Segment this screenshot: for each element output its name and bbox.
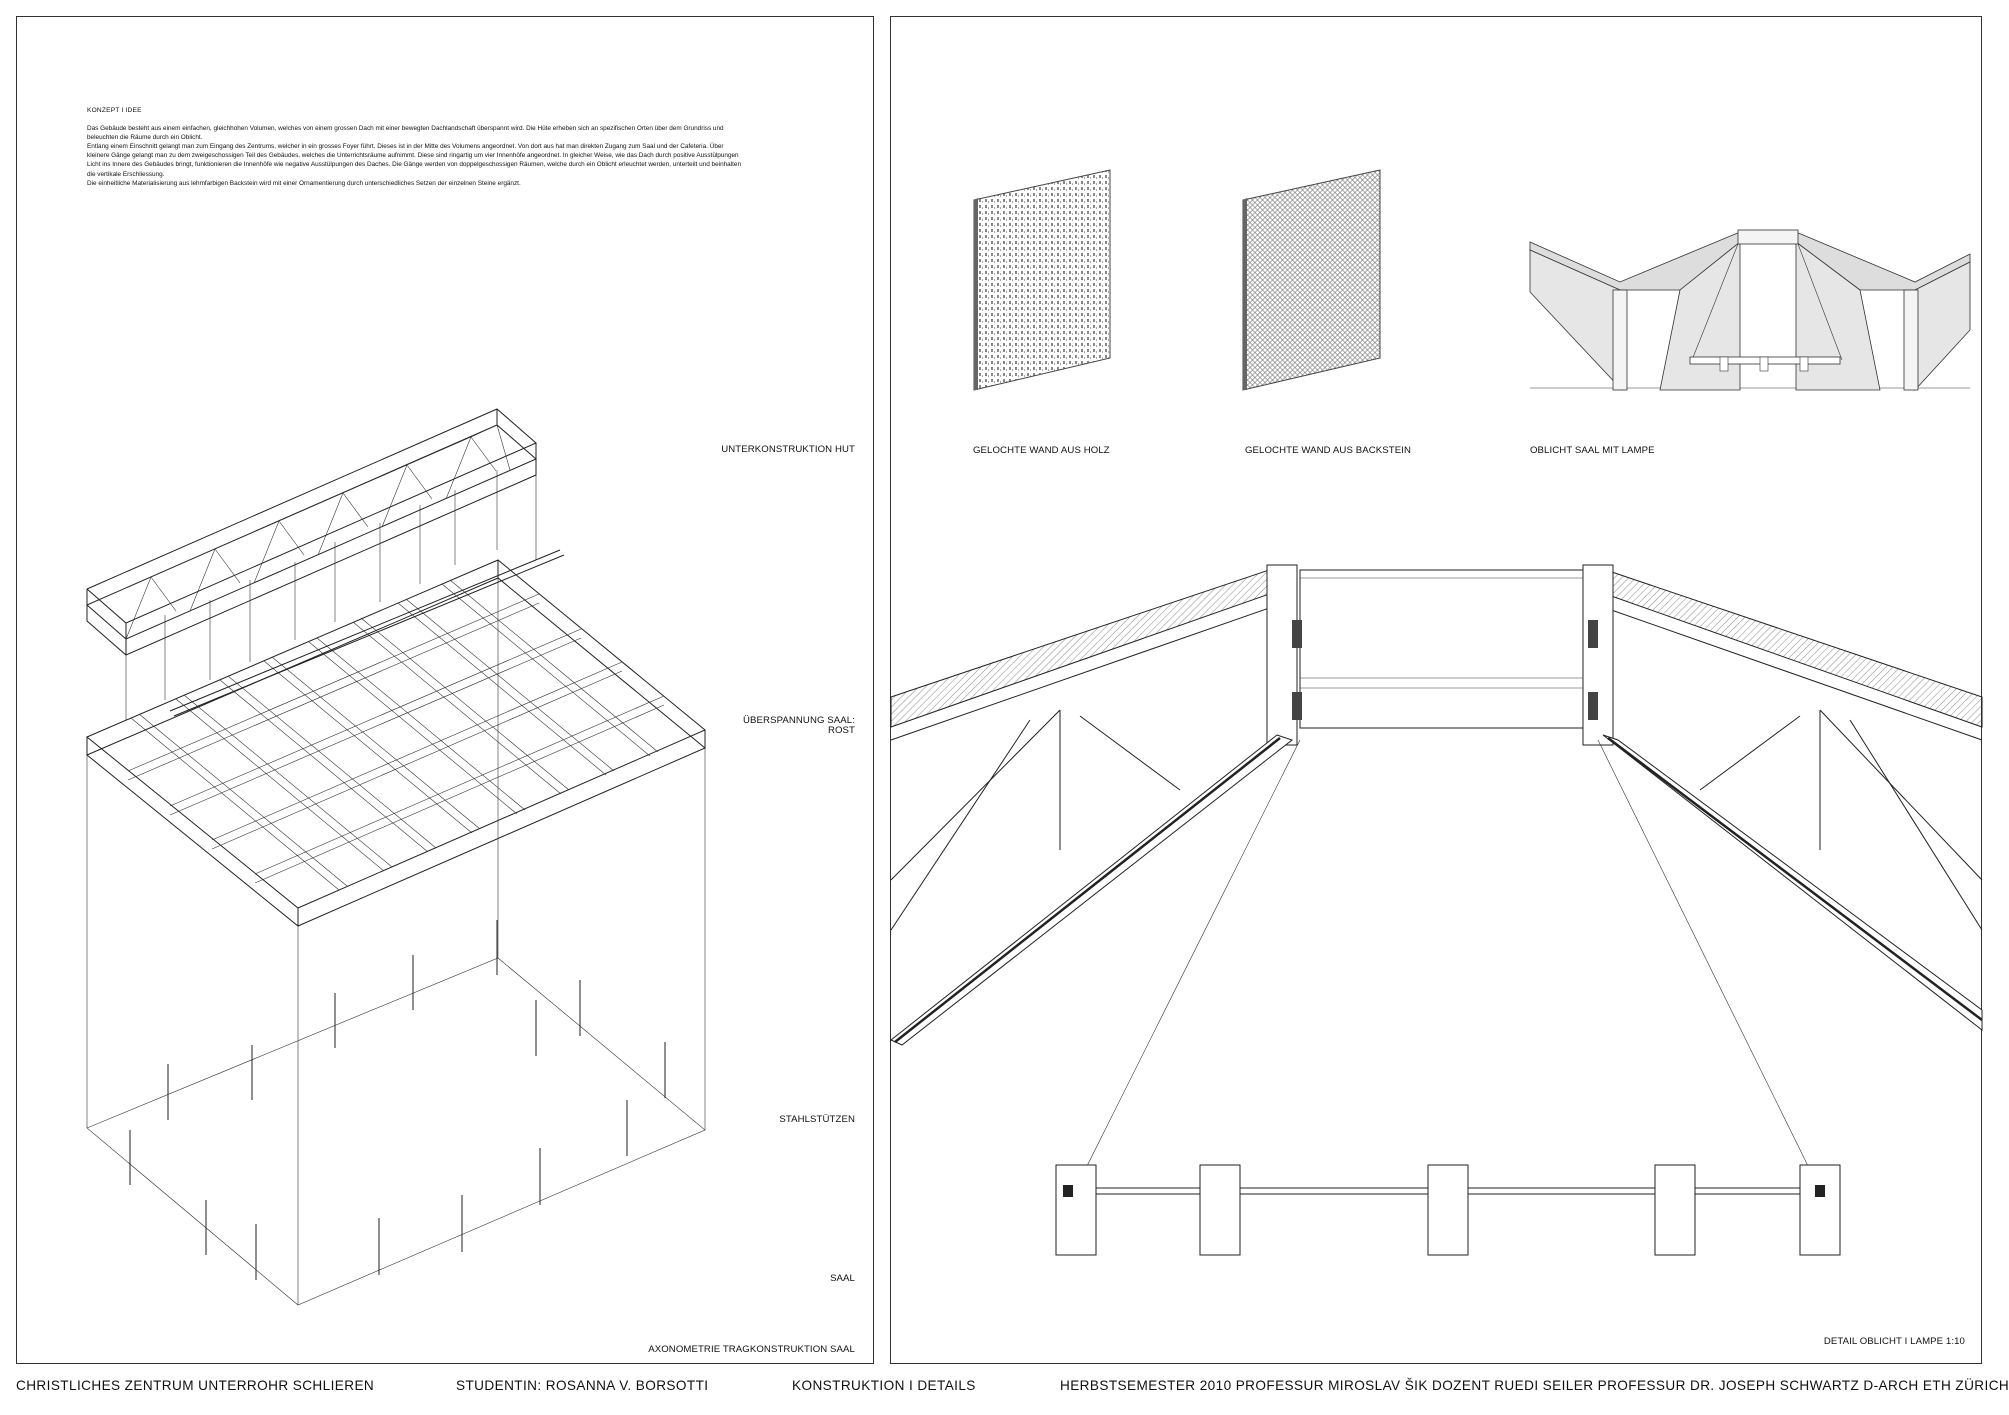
left-sheet xyxy=(16,16,874,1364)
skylight-section-small xyxy=(1529,229,1971,392)
footer-credits: HERBSTSEMESTER 2010 PROFESSUR MIROSLAV Š… xyxy=(1060,1378,2009,1393)
label-backstein-wall: GELOCHTE WAND AUS BACKSTEIN xyxy=(1245,445,1411,456)
label-stahlstuetzen: STAHLSTÜTZEN xyxy=(779,1114,855,1125)
label-unterkonstruktion-hut: UNTERKONSTRUKTION HUT xyxy=(721,444,855,455)
perforated-brick-wall-drawing xyxy=(1242,169,1381,391)
skylight-lamp-detail xyxy=(890,564,1983,1256)
perforated-wood-wall-drawing xyxy=(973,169,1111,391)
label-ueberspannung-saal: ÜBERSPANNUNG SAAL: xyxy=(743,715,855,726)
footer-student: STUDENTIN: ROSANNA V. BORSOTTI xyxy=(456,1378,709,1393)
footer-project-title: CHRISTLICHES ZENTRUM UNTERROHR SCHLIEREN xyxy=(16,1378,375,1393)
hall-box xyxy=(86,578,706,1306)
label-rost: ROST xyxy=(827,725,855,736)
concept-title: KONZEPT I IDEE xyxy=(87,107,142,114)
concept-paragraph-3: Die einheitliche Materialisierung aus le… xyxy=(87,179,521,187)
hut-truss xyxy=(86,408,537,720)
caption-axonometrie: AXONOMETRIE TRAGKONSTRUKTION SAAL xyxy=(648,1344,855,1355)
label-saal: SAAL xyxy=(830,1273,855,1284)
label-holz-wall: GELOCHTE WAND AUS HOLZ xyxy=(973,445,1110,456)
grid-roof-rost xyxy=(86,549,706,927)
label-detail-oblicht: DETAIL OBLICHT I LAMPE 1:10 xyxy=(1823,1336,1965,1347)
concept-paragraph-1: Das Gebäude besteht aus einem einfachen,… xyxy=(87,125,724,142)
concept-paragraph-2: Entlang einem Einschnitt gelangt man zum… xyxy=(87,143,742,178)
lamp-drawing xyxy=(1055,1164,1841,1256)
label-oblicht-saal: OBLICHT SAAL MIT LAMPE xyxy=(1530,445,1655,456)
footer-subject: KONSTRUKTION I DETAILS xyxy=(792,1378,976,1393)
concept-text-block: KONZEPT I IDEE Das Gebäude besteht aus e… xyxy=(87,106,747,188)
